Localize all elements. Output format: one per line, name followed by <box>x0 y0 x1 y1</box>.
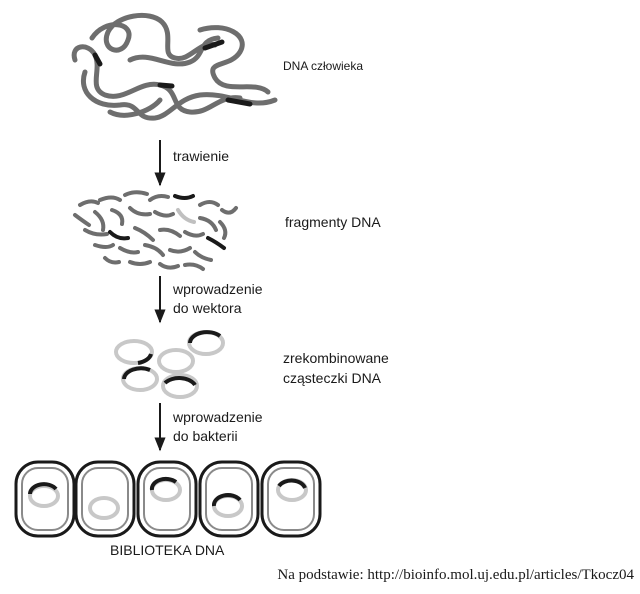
label-fragments: fragmenty DNA <box>285 214 381 230</box>
bacterium-5 <box>260 460 322 538</box>
label-into-bacteria-line2: do bakterii <box>173 428 238 444</box>
recombinant-plasmids <box>114 330 225 399</box>
label-human-dna: DNA człowieka <box>283 59 364 73</box>
bacterium-2 <box>74 460 136 538</box>
label-into-vector-line2: do wektora <box>173 300 242 316</box>
label-digestion: trawienie <box>173 148 230 164</box>
bacterium-4 <box>198 460 260 538</box>
bacterium-3 <box>136 460 198 538</box>
bacterium-1 <box>14 460 76 538</box>
label-into-bacteria-line1: wprowadzenie <box>173 409 263 425</box>
label-recombinant-line1: zrekombinowane <box>283 350 389 366</box>
label-recombinant-line2: cząsteczki DNA <box>283 370 382 386</box>
bacteria-cells <box>14 460 322 538</box>
dna-fragments <box>73 190 238 271</box>
label-into-vector-line1: wprowadzenie <box>173 281 263 297</box>
human-dna-strands <box>71 12 278 121</box>
label-library: BIBLIOTEKA DNA <box>110 542 225 558</box>
source-caption: Na podstawie: http://bioinfo.mol.uj.edu.… <box>277 567 634 583</box>
